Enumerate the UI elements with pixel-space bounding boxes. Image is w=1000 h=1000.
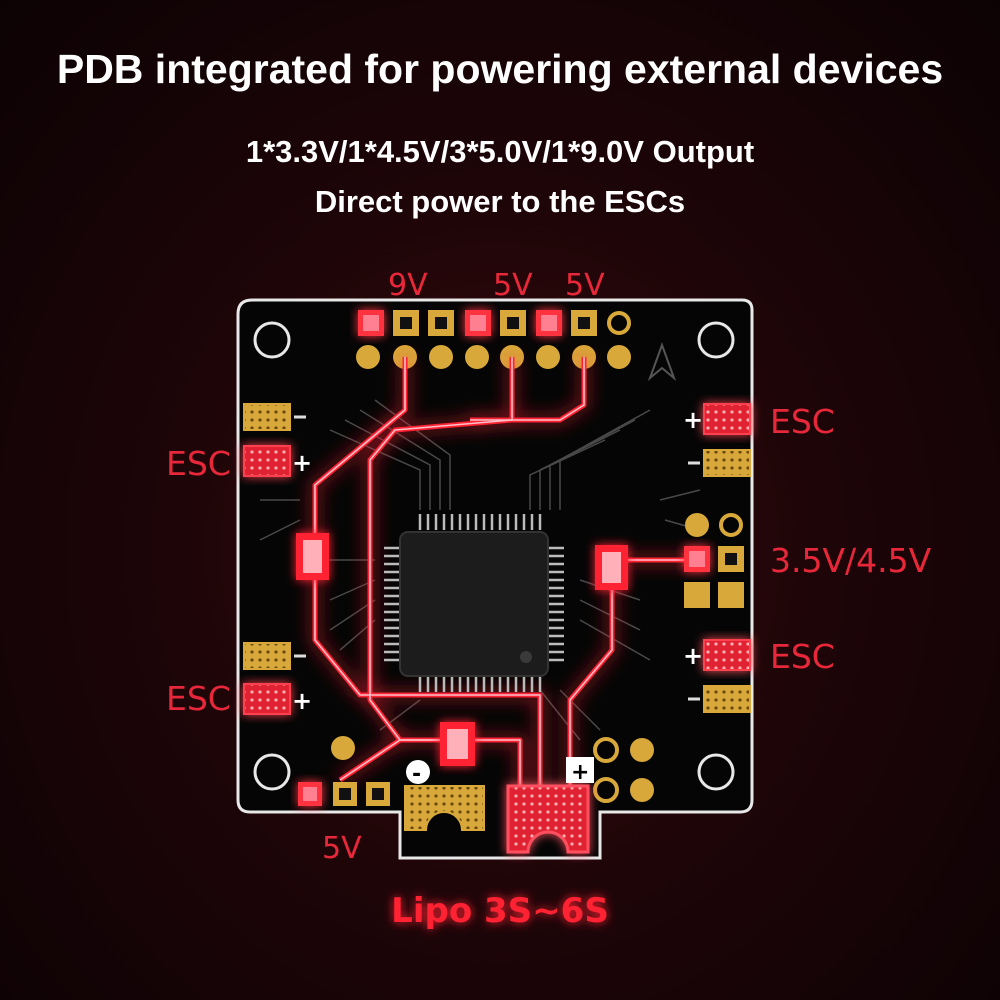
label-5v-b: 5V [565,268,605,303]
esc-pad-signs-left: + + [292,449,312,715]
svg-text:+: + [292,687,312,715]
battery-connector [404,757,594,854]
label-5v-bottom: 5V [322,831,362,866]
label-esc-right-top: ESC [770,402,835,441]
plus-sign: + [571,760,589,785]
label-voltage-right: 3.5V/4.5V [770,541,932,580]
svg-text:+: + [683,406,703,434]
label-esc-right-bottom: ESC [770,637,835,676]
esc-pads-left [243,403,306,715]
svg-text:+: + [683,642,703,670]
mcu-chip [384,514,564,692]
esc-power-subtitle: Direct power to the ESCs [314,184,686,219]
label-esc-left-bottom: ESC [166,679,231,718]
svg-text:+: + [292,449,312,477]
esc-pads-right [688,403,751,713]
output-voltages-subtitle: 1*3.3V/1*4.5V/3*5.0V/1*9.0V Output [245,134,755,169]
page-title: PDB integrated for powering external dev… [56,46,944,92]
smd-components [296,533,628,766]
direction-arrow [647,342,677,382]
label-esc-left-top: ESC [166,444,231,483]
label-5v-a: 5V [493,268,533,303]
label-9v: 9V [388,268,428,303]
minus-sign: - [412,762,421,787]
mounting-holes [253,321,735,791]
label-battery: Lipo 3S~6S [391,891,609,931]
bottom-pads [298,736,654,806]
esc-pad-signs-right: + + [683,406,703,670]
regulator-pads-right [684,513,744,608]
